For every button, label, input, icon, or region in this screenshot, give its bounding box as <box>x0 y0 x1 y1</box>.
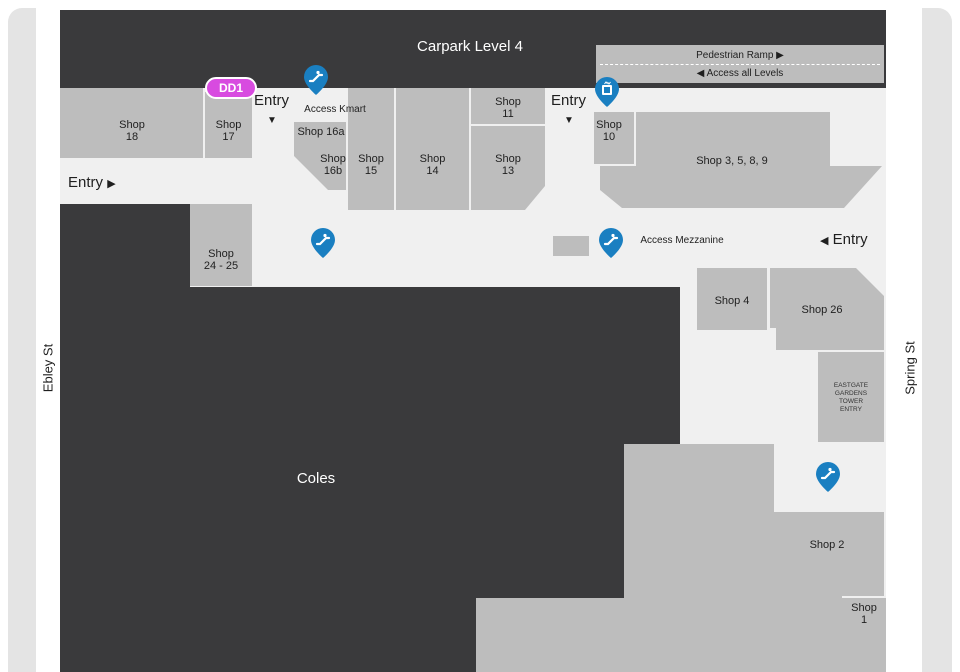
spring-street-label: Spring St <box>902 341 918 395</box>
shop-24-25-ext <box>190 236 218 286</box>
shop-16a-label: Shop 16a <box>297 126 345 138</box>
left-street <box>8 8 36 672</box>
shop-14[interactable] <box>396 88 469 210</box>
arrow-right-icon: ▶ <box>776 50 784 61</box>
arrow-left-icon: ◀ <box>696 68 705 79</box>
escalator-icon[interactable] <box>598 227 624 259</box>
shop-16b-shape[interactable] <box>294 144 350 190</box>
shop-lower-right <box>820 636 884 672</box>
entry-top-middle[interactable]: Entry <box>551 92 587 109</box>
shop-3-5-8-9-label: Shop 3, 5, 8, 9 <box>696 155 768 167</box>
shop-2-label: Shop 2 <box>809 539 845 551</box>
arrow-right-icon: ▶ <box>107 178 116 190</box>
entry-right[interactable]: ◀ Entry <box>820 231 868 248</box>
shop-16a[interactable] <box>294 122 346 144</box>
arrow-down-icon: ▼ <box>267 115 277 126</box>
access-mezzanine-label: Access Mezzanine <box>640 235 724 246</box>
shop-10[interactable] <box>594 112 634 164</box>
shop-15[interactable] <box>348 88 394 210</box>
carpark-title: Carpark Level 4 <box>417 38 523 55</box>
escalator-icon[interactable] <box>310 227 336 259</box>
shop-13-shape[interactable] <box>471 126 547 212</box>
shop-4[interactable] <box>697 268 767 330</box>
entry-top-left[interactable]: Entry <box>254 92 290 109</box>
shop-3-5-8-9-shape[interactable] <box>600 112 884 210</box>
shop-17[interactable] <box>205 92 252 158</box>
access-all-levels-label: ◀ Access all Levels <box>696 68 784 79</box>
ramp-label: Pedestrian Ramp ▶ <box>696 50 784 61</box>
eastgate-tower-entry[interactable] <box>818 352 884 442</box>
retail-block-mid <box>624 444 774 604</box>
kiosk <box>553 236 589 256</box>
ramp-divider <box>600 64 880 65</box>
entry-left[interactable]: Entry ▶ <box>68 174 116 191</box>
access-kmart-label: Access Kmart <box>304 104 366 115</box>
coles-store[interactable] <box>60 204 190 672</box>
arrow-left-icon: ◀ <box>820 235 829 247</box>
shop-1[interactable] <box>844 598 884 634</box>
arrow-down-icon: ▼ <box>564 115 574 126</box>
lift-icon[interactable] <box>594 76 620 108</box>
shop-26-shape[interactable] <box>770 268 886 352</box>
shop-18[interactable] <box>60 88 203 158</box>
coles-label: Coles <box>296 470 336 487</box>
shop-26-label: Shop 26 <box>801 304 843 316</box>
shop-11[interactable] <box>471 88 545 124</box>
right-street <box>922 8 952 672</box>
dd1-badge[interactable]: DD1 <box>205 77 257 99</box>
ebley-street-label: Ebley St <box>40 343 56 393</box>
escalator-icon[interactable] <box>815 461 841 493</box>
escalator-icon[interactable] <box>303 64 329 96</box>
shop-4-label: Shop 4 <box>714 295 750 307</box>
shop-2[interactable] <box>772 512 884 596</box>
